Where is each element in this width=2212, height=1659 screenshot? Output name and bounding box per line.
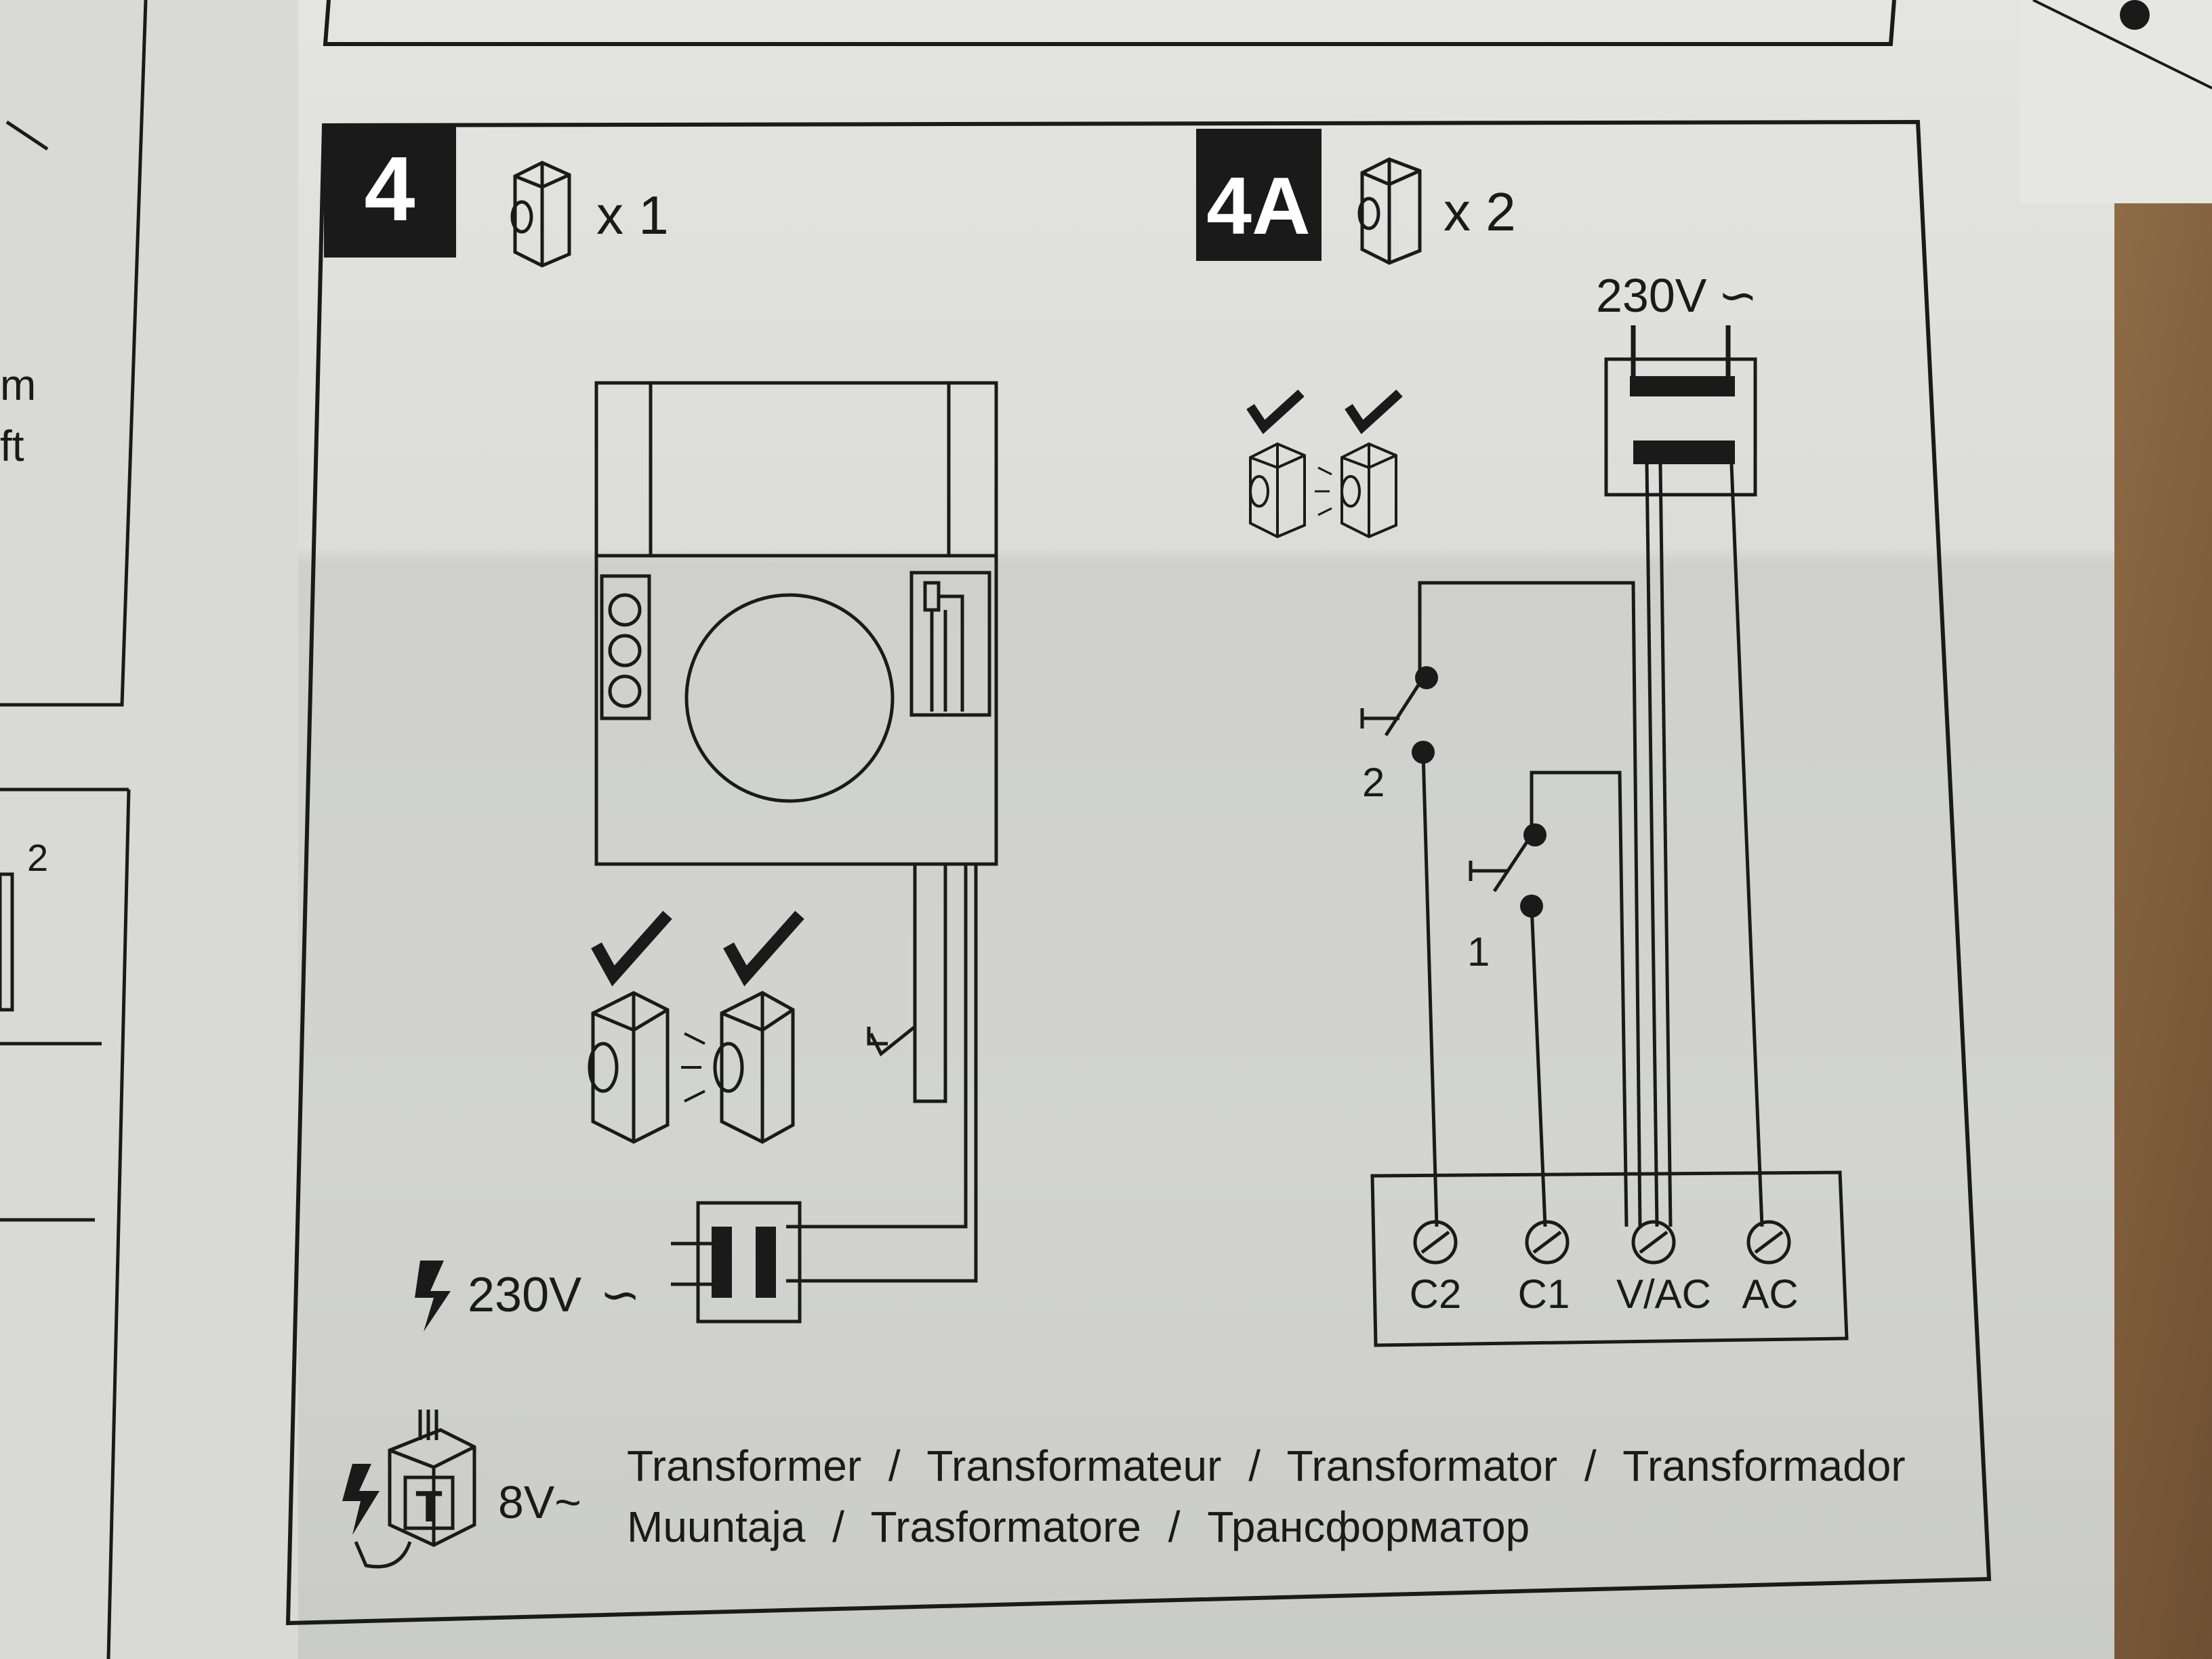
separator: /	[888, 1441, 901, 1490]
top-box-border	[323, 0, 1896, 46]
transformer-label-it: Trasformatore	[870, 1502, 1141, 1551]
left-sheet-line	[5, 120, 49, 151]
lightning-icon	[342, 1464, 380, 1535]
terminal-strip	[1370, 1170, 1849, 1347]
transformer-label-de: Transformator	[1287, 1441, 1558, 1490]
left-sheet-box	[0, 0, 148, 707]
transformer-label-fr: Transformateur	[926, 1441, 1221, 1490]
panel-4a-wiring	[1418, 464, 1764, 1227]
corner-sheet-edge	[2032, 0, 2212, 89]
push-button-lit-icon	[1315, 442, 1397, 539]
transformer-label-fi: Muuntaja	[627, 1502, 806, 1551]
transformer-line-1: Transformer / Transformateur / Transform…	[627, 1441, 1906, 1490]
mains-connector	[671, 1201, 802, 1324]
left-sheet-fragment: ft	[0, 422, 24, 470]
push-button-lit-icon	[681, 991, 795, 1144]
left-sheet-fragment-rect	[0, 872, 14, 1012]
left-sheet-box-2	[0, 787, 131, 1659]
separator: /	[1584, 1441, 1597, 1490]
transformer-label-es: Transformador	[1622, 1441, 1905, 1490]
checkmark-icon	[723, 911, 804, 987]
panel-4-count: x 1	[596, 185, 669, 245]
lightning-icon	[415, 1261, 451, 1332]
checkmark-icon	[1246, 389, 1305, 434]
push-switch-1	[1469, 823, 1547, 918]
left-sheet-fragment: m	[0, 361, 36, 409]
left-instruction-sheet	[0, 0, 319, 1659]
panel-4a-badge	[1196, 129, 1322, 261]
panel-4-ac-symbol: ∽	[600, 1268, 640, 1322]
separator: /	[1168, 1502, 1181, 1551]
left-sheet-fragment: 2	[27, 836, 48, 879]
transformer-label-ru: Трансформатор	[1207, 1502, 1530, 1551]
volume-knob-panel	[600, 574, 651, 720]
transformer-badge: T	[415, 1481, 443, 1531]
push-button-icon	[1249, 442, 1306, 539]
panel-4a: 4A x 2 230V ∽	[1196, 129, 1849, 1347]
panel-4-badge	[324, 125, 456, 258]
button-1-label: 1	[1467, 929, 1490, 975]
chime-speaker	[684, 593, 895, 803]
transformer-legend: T 8V~ Transformer / Transformateur / Tra…	[342, 1410, 1906, 1569]
transformer-icon	[354, 1410, 476, 1569]
terminal-ac-label: AC	[1742, 1271, 1798, 1317]
push-button-icon	[588, 991, 670, 1144]
panel-4a-mains-voltage: 230V	[1596, 269, 1707, 322]
push-button-icon	[510, 161, 571, 268]
transformer-line-2: Muuntaja / Trasformatore / Трансформатор	[627, 1502, 1530, 1551]
push-switch-2	[1360, 666, 1438, 764]
separator: /	[832, 1502, 844, 1551]
terminal-vac-label: V/AC	[1616, 1271, 1711, 1317]
separator: /	[1248, 1441, 1261, 1490]
transformer-voltage: 8V~	[498, 1477, 581, 1528]
terminal-c2-label: C2	[1410, 1271, 1462, 1317]
transformer-badge-box	[403, 1475, 455, 1530]
push-button-icon	[1357, 157, 1422, 265]
corner-instruction-sheet	[2020, 0, 2212, 203]
panel-4a-number: 4A	[1206, 161, 1310, 251]
panel-4-number: 4	[364, 138, 415, 240]
panel-4: 4 x 1	[324, 125, 998, 1332]
checkmark-icon	[591, 911, 672, 987]
main-frame	[285, 119, 1992, 1626]
left-sheet-rules	[0, 1042, 102, 1222]
button-2-label: 2	[1362, 760, 1385, 805]
checkmark-icon	[1345, 389, 1403, 434]
panel-4a-ac-symbol: ∽	[1718, 269, 1758, 322]
corner-sheet-dot	[2120, 0, 2150, 30]
transformer-label-en: Transformer	[627, 1441, 861, 1490]
main-instruction-sheet	[298, 0, 2114, 1659]
doorbell-chime-unit	[594, 381, 998, 866]
panel-4a-count: x 2	[1443, 182, 1516, 242]
mains-connector	[1604, 325, 1757, 497]
panel-4-wiring	[786, 864, 978, 1283]
terminal-c1-label: C1	[1518, 1271, 1570, 1317]
terminal-block	[909, 571, 991, 717]
panel-4-mains-voltage: 230V	[468, 1268, 581, 1322]
push-switch-symbol	[867, 1025, 916, 1057]
